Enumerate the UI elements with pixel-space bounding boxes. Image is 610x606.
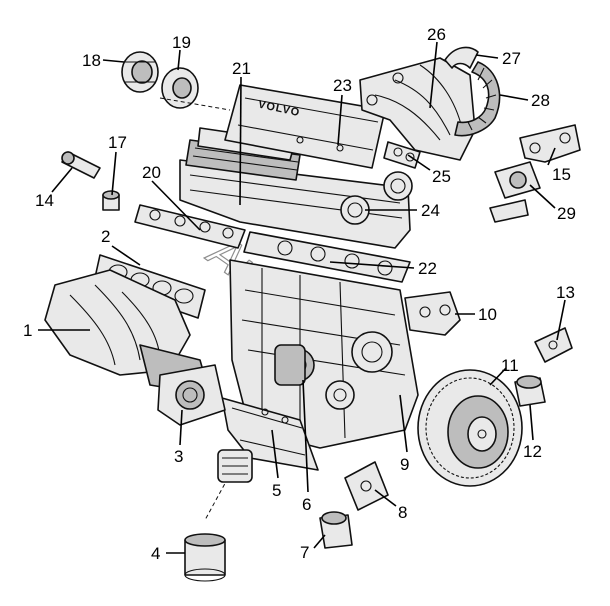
callout-23: 23 [333,76,352,95]
callout-28: 28 [531,91,550,110]
mount-13 [534,327,573,363]
callout-8: 8 [398,503,407,522]
oil-filter [184,449,253,582]
engine-mount-29 [489,161,541,223]
callout-11: 11 [501,356,519,375]
callout-15: 15 [552,165,571,184]
callout-7: 7 [300,543,309,562]
callout-13: 13 [556,283,575,302]
callout-2: 2 [101,227,110,246]
leader-lines [38,41,566,554]
callout-labels: 1 2 3 4 5 6 7 8 9 10 11 12 13 14 15 17 1… [23,25,576,563]
mount-bracket-15 [519,124,581,163]
cylinder-head [179,159,413,249]
callout-10: 10 [478,305,497,324]
callout-19: 19 [172,33,191,52]
callout-26: 26 [427,25,446,44]
callout-4: 4 [151,544,160,563]
callout-25: 25 [432,167,451,186]
flywheel [417,369,523,487]
callout-14: 14 [35,191,54,210]
intake-manifold [44,269,211,396]
pulley-19 [161,67,199,109]
bracket-8 [344,461,389,511]
plug-17 [102,190,120,211]
callout-12: 12 [523,442,542,461]
callout-9: 9 [400,455,409,474]
flex-hose [454,61,501,137]
mount-7 [319,511,353,549]
head-gasket [243,231,411,283]
valve-cover-gasket [134,204,246,249]
callout-21: 21 [232,59,251,78]
injector-14 [61,151,101,179]
exhaust-gasket [383,141,421,169]
mount-bracket-10 [404,291,461,336]
callout-6: 6 [302,495,311,514]
callout-22: 22 [418,259,437,278]
callout-5: 5 [272,481,281,500]
callout-24: 24 [421,201,440,220]
pulley-guide-line [159,97,231,111]
timing-gear-18 [121,51,159,93]
callout-29: 29 [557,204,576,223]
callout-27: 27 [502,49,521,68]
mount-12 [514,375,546,407]
callout-3: 3 [174,447,183,466]
callout-20: 20 [142,163,161,182]
engine-block [229,259,419,449]
callout-1: 1 [23,321,32,340]
valve-cover: VOLVO [224,84,386,169]
callout-17: 17 [108,133,127,152]
callout-18: 18 [82,51,101,70]
throttle-body [157,364,226,426]
exhaust-pipe [444,46,479,69]
